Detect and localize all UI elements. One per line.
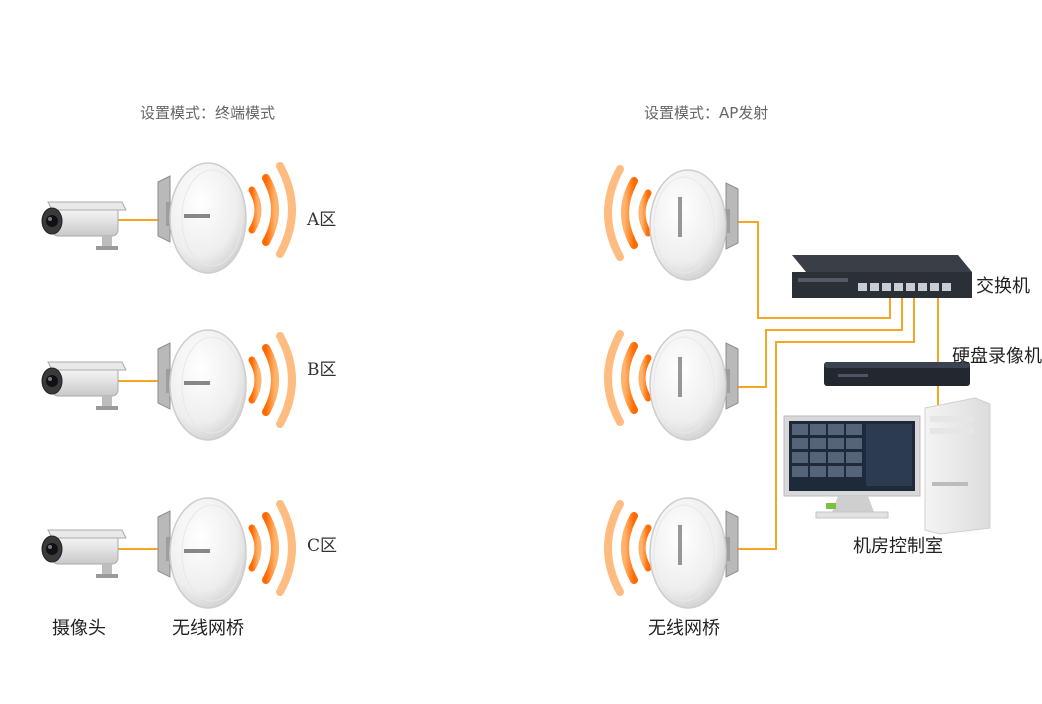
switch-icon xyxy=(792,255,972,298)
left-mode-label: 设置模式：终端模式 xyxy=(140,104,276,122)
camera-c-icon xyxy=(41,529,127,579)
bridge-ap-top-antenna-icon xyxy=(649,169,739,281)
switch-label: 交换机 xyxy=(976,276,1030,297)
wave-a-icon xyxy=(252,166,292,254)
bridge-top-switch-link xyxy=(738,221,891,319)
control-room-label: 机房控制室 xyxy=(853,536,943,557)
nvr-label: 硬盘录像机 xyxy=(952,346,1042,367)
camera-label: 摄像头 xyxy=(52,618,106,639)
zone-c-label: C区 xyxy=(307,536,338,556)
monitor-icon xyxy=(783,415,921,519)
bridge-mid-switch-link xyxy=(738,296,903,388)
bridge-c-antenna-icon xyxy=(157,497,247,609)
zone-b-label: B区 xyxy=(307,360,337,380)
right-mode-label: 设置模式：AP发射 xyxy=(644,104,769,122)
left-bridge-label: 无线网桥 xyxy=(172,618,244,639)
wave-ap-bottom-icon xyxy=(608,504,648,592)
wave-ap-top-icon xyxy=(608,169,648,257)
nvr-icon xyxy=(824,362,970,386)
bridge-bottom-switch-link xyxy=(738,296,915,550)
bridge-ap-mid-antenna-icon xyxy=(649,329,739,441)
wave-c-icon xyxy=(252,504,292,592)
bridge-ap-bottom-antenna-icon xyxy=(649,497,739,609)
zone-a-label: A区 xyxy=(307,210,337,230)
bridge-a-antenna-icon xyxy=(157,162,247,274)
camera-a-icon xyxy=(41,201,127,251)
camera-b-icon xyxy=(41,361,127,411)
wave-b-icon xyxy=(252,336,292,424)
right-bridge-label: 无线网桥 xyxy=(648,618,720,639)
bridge-b-antenna-icon xyxy=(157,329,247,441)
wave-ap-mid-icon xyxy=(608,334,648,422)
pc-tower-icon xyxy=(924,397,991,535)
